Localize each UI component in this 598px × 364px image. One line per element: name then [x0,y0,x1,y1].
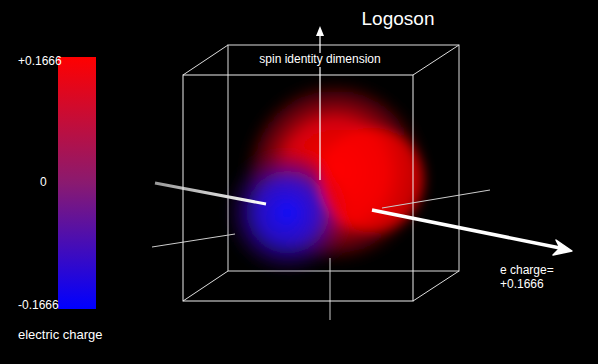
scale-max: +0.1666 [18,55,62,69]
charge-arrow [372,210,560,248]
scale-mid: 0 [40,176,47,190]
charge-axis [155,183,266,204]
color-bar [58,57,96,309]
arrow-head [316,26,324,36]
cube-wireframe [183,45,459,301]
scale-min: -0.1666 [18,299,59,313]
title: Logoson [362,8,435,30]
cube-wireframe [183,75,413,301]
scale-title: electric charge [18,328,103,343]
arrow-label: e charge= +0.1666 [500,264,564,292]
axis-label: spin identity dimension [257,53,382,67]
charge-cloud [226,80,427,274]
arrow-head [553,240,572,255]
